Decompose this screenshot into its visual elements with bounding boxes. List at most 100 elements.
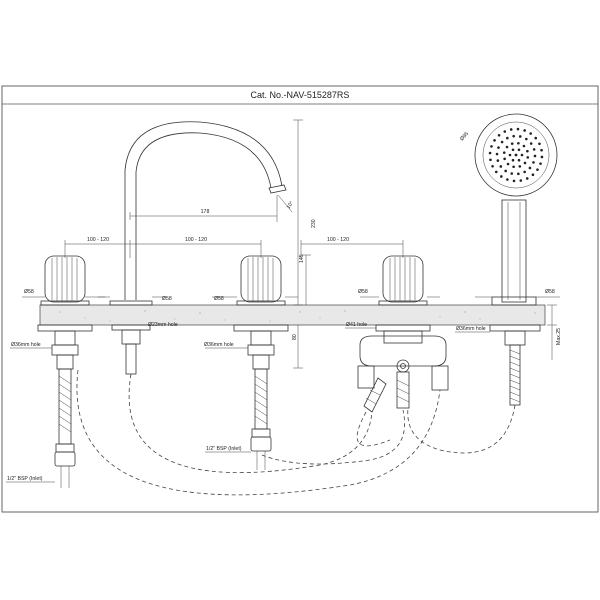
- nozzle-dot: [517, 141, 520, 145]
- aerator-angle-label: 10°: [286, 200, 295, 210]
- nozzle-dot: [502, 151, 506, 154]
- nozzle-dot: [533, 154, 537, 158]
- diverter-body: [357, 324, 449, 413]
- left-valve-handle: [40, 255, 90, 306]
- nozzle-dot: [489, 158, 492, 162]
- nozzle-dot: [514, 153, 518, 157]
- handshower-nozzles: [488, 127, 544, 183]
- nozzle-dot: [532, 161, 535, 164]
- nozzle-dot: [506, 136, 509, 140]
- dia-58-label-c: Ø58: [214, 296, 224, 302]
- nozzle-dot: [497, 146, 500, 149]
- dia-58-label-e: Ø58: [545, 289, 555, 295]
- nozzle-dot: [526, 156, 530, 159]
- nozzle-dot: [496, 159, 500, 162]
- nozzle-dot: [503, 130, 507, 133]
- dimension-lines: [6, 119, 560, 483]
- nozzle-dot: [531, 173, 535, 177]
- nozzle-dot: [511, 158, 515, 162]
- handshower-dia-label: Ø95: [459, 131, 470, 142]
- nozzle-dot: [525, 137, 528, 141]
- nozzle-dot: [532, 148, 536, 151]
- nozzle-dot: [495, 152, 499, 156]
- diverter-handle: [378, 255, 428, 306]
- nozzle-dot: [540, 148, 543, 152]
- drawing-frame: [1, 85, 599, 513]
- nozzle-dot: [503, 157, 506, 161]
- nozzle-dot: [518, 165, 522, 168]
- handshower-underside: [489, 324, 541, 406]
- nozzle-dot: [500, 140, 504, 144]
- max-deck-label: Max.25: [556, 328, 562, 345]
- dia-58-label-d: Ø58: [358, 289, 368, 295]
- nozzle-dot: [506, 162, 510, 166]
- nozzle-dot: [529, 142, 533, 145]
- center-valve-underside: [233, 324, 289, 470]
- nozzle-dot: [526, 149, 529, 153]
- nozzle-dot: [522, 144, 526, 148]
- nozzle-dot: [520, 153, 524, 157]
- spout-height-label: 230: [311, 219, 317, 228]
- nozzle-dot: [497, 133, 501, 137]
- nozzle-dot: [499, 165, 503, 168]
- hole-label-23: Ø23mm hole: [148, 322, 178, 328]
- nozzle-dot: [519, 179, 523, 182]
- under-deck-label: 80: [292, 334, 298, 340]
- spout-reach-label: 178: [201, 209, 210, 215]
- nozzle-dot: [509, 128, 513, 131]
- nozzle-dot: [517, 148, 521, 152]
- inlet-label-left: 1/2" BSP (Inlet): [7, 476, 43, 482]
- nozzle-dot: [512, 134, 515, 138]
- nozzle-dot: [523, 161, 527, 165]
- countertop-deck: [39, 304, 546, 326]
- nozzle-dot: [506, 178, 509, 181]
- nozzle-dot: [517, 158, 521, 162]
- dia-58-label-b: Ø58: [162, 296, 172, 302]
- dia-58-label-a: Ø58: [24, 289, 34, 295]
- nozzle-dot: [490, 145, 493, 148]
- spout-underside: [111, 324, 151, 375]
- nozzle-dot: [494, 170, 498, 174]
- nozzle-dot: [511, 148, 515, 152]
- nozzle-dot: [536, 168, 539, 171]
- nozzle-dot: [525, 177, 529, 180]
- spout: [109, 121, 287, 306]
- nozzle-dot: [488, 151, 492, 155]
- spacing-label-1: 100 - 120: [87, 237, 109, 243]
- nozzle-dot: [512, 179, 516, 183]
- hole-label-41: Ø41 hole: [346, 322, 367, 328]
- nozzle-dot: [517, 172, 520, 176]
- nozzle-dot: [493, 139, 496, 142]
- nozzle-dot: [516, 127, 520, 131]
- nozzle-dot: [540, 155, 544, 159]
- hole-label-36-left: Ø36mm hole: [11, 342, 41, 348]
- body-height-label: 145: [299, 254, 305, 263]
- nozzle-dot: [534, 136, 538, 140]
- nozzle-dot: [523, 129, 526, 132]
- nozzle-dot: [512, 165, 515, 169]
- center-valve-handle: [236, 255, 286, 306]
- nozzle-dot: [505, 145, 509, 149]
- nozzle-dot: [510, 172, 514, 175]
- nozzle-dot: [518, 135, 522, 138]
- left-valve-underside: [37, 324, 93, 488]
- hose-routes: [76, 369, 516, 496]
- hole-label-36-right: Ø36mm hole: [456, 326, 486, 332]
- nozzle-dot: [539, 162, 542, 165]
- nozzle-dot: [523, 170, 526, 174]
- nozzle-dot: [528, 166, 532, 170]
- nozzle-dot: [510, 142, 514, 145]
- catalog-number: Cat. No.-NAV-515287RS: [251, 90, 350, 100]
- nozzle-dot: [508, 153, 512, 157]
- handshower: [474, 113, 558, 306]
- nozzle-dot: [538, 142, 541, 146]
- nozzle-dot: [529, 132, 532, 135]
- inlet-label-mid: 1/2" BSP (Inlet): [206, 446, 242, 452]
- nozzle-dot: [504, 169, 507, 173]
- hole-label-36-mid: Ø36mm hole: [204, 342, 234, 348]
- nozzle-dot: [500, 175, 503, 178]
- nozzle-dot: [491, 164, 494, 168]
- spacing-label-3: 100 - 120: [327, 237, 349, 243]
- spacing-label-2: 100 - 120: [185, 237, 207, 243]
